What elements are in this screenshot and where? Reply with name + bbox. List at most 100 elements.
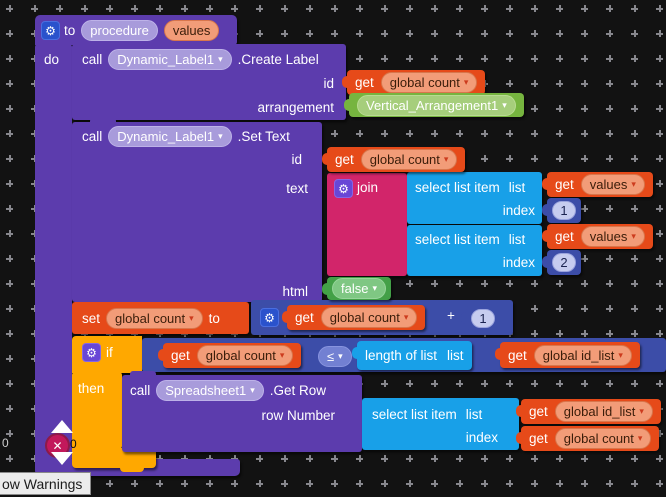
get-global-count-block[interactable]: get global count▾ bbox=[341, 70, 486, 95]
get-global-count-block[interactable]: get global count▾ bbox=[157, 343, 302, 368]
component-dropdown[interactable]: Vertical_Arrangement1▾ bbox=[357, 94, 516, 116]
number-one-block[interactable]: 1 bbox=[542, 198, 581, 223]
mutator-gear-icon[interactable]: ⚙ bbox=[260, 308, 279, 327]
select-list-item-block[interactable] bbox=[407, 172, 542, 224]
get-values-block[interactable]: get values▾ bbox=[542, 172, 653, 197]
logic-dropdown[interactable]: false▾ bbox=[332, 278, 386, 299]
grid-plus-icon bbox=[531, 330, 538, 337]
procedure-param-values[interactable]: values bbox=[163, 19, 220, 41]
variable-dropdown[interactable]: global count▾ bbox=[320, 307, 418, 328]
grid-plus-icon bbox=[381, 455, 388, 462]
comparison-operator-dropdown[interactable]: ≤▾ bbox=[318, 346, 352, 367]
mutator-gear-icon[interactable]: ⚙ bbox=[82, 343, 101, 362]
component-dropdown[interactable]: Dynamic_Label1▾ bbox=[108, 48, 232, 70]
select-list-item-block[interactable] bbox=[407, 225, 542, 276]
grid-plus-icon bbox=[306, 480, 313, 487]
grid-plus-icon bbox=[656, 155, 663, 162]
grid-plus-icon bbox=[6, 80, 13, 87]
number-one-block[interactable]: 1 bbox=[461, 306, 500, 330]
variable-dropdown[interactable]: global count▾ bbox=[196, 345, 294, 366]
get-values-block[interactable]: get values▾ bbox=[542, 224, 653, 249]
grid-plus-icon bbox=[431, 130, 438, 137]
grid-plus-icon bbox=[206, 455, 213, 462]
select-list-item-block[interactable] bbox=[362, 398, 519, 450]
method-name: .Set Text bbox=[237, 128, 290, 144]
grid-plus-icon bbox=[281, 5, 288, 12]
select-list-item-label: select list item bbox=[372, 406, 457, 422]
length-of-list-block[interactable]: length of list list bbox=[352, 341, 472, 370]
grid-plus-icon bbox=[606, 105, 613, 112]
show-warnings-button[interactable]: ow Warnings bbox=[0, 472, 91, 495]
grid-plus-icon bbox=[656, 330, 663, 337]
grid-plus-icon bbox=[581, 305, 588, 312]
mutator-gear-icon[interactable]: ⚙ bbox=[41, 21, 60, 40]
variable-dropdown[interactable]: values▾ bbox=[580, 226, 645, 247]
get-global-count-block[interactable]: get global count▾ bbox=[281, 305, 426, 330]
grid-plus-icon bbox=[581, 380, 588, 387]
variable-dropdown[interactable]: global count▾ bbox=[380, 72, 478, 93]
get-global-id-list-block[interactable]: get global id_list▾ bbox=[495, 342, 640, 368]
grid-plus-icon bbox=[381, 380, 388, 387]
get-global-count-block[interactable]: get global count▾ bbox=[321, 147, 466, 172]
grid-plus-icon bbox=[606, 280, 613, 287]
component-dropdown[interactable]: Dynamic_Label1▾ bbox=[108, 125, 232, 147]
grid-plus-icon bbox=[381, 55, 388, 62]
grid-plus-icon bbox=[656, 455, 663, 462]
grid-plus-icon bbox=[656, 5, 663, 12]
variable-dropdown[interactable]: global id_list▾ bbox=[533, 344, 632, 366]
procedure-block-left-column[interactable] bbox=[35, 44, 72, 461]
vertical-arrangement-block[interactable]: Vertical_Arrangement1▾ bbox=[344, 93, 524, 117]
collapse-up-icon[interactable] bbox=[51, 420, 73, 433]
dropdown-arrow-icon: ▾ bbox=[463, 77, 469, 87]
if-block-bottom-bar[interactable] bbox=[72, 448, 156, 468]
grid-plus-icon bbox=[556, 5, 563, 12]
index-label: index bbox=[502, 203, 535, 218]
number-two-block[interactable]: 2 bbox=[542, 250, 581, 275]
grid-plus-icon bbox=[31, 355, 38, 362]
grid-plus-icon bbox=[606, 480, 613, 487]
variable-dropdown[interactable]: global id_list▾ bbox=[554, 401, 653, 422]
grid-plus-icon bbox=[231, 5, 238, 12]
grid-plus-icon bbox=[581, 130, 588, 137]
grid-plus-icon bbox=[31, 55, 38, 62]
logic-false-block[interactable]: false▾ bbox=[322, 277, 391, 300]
variable-dropdown[interactable]: global count▾ bbox=[360, 149, 458, 170]
grid-plus-icon bbox=[406, 280, 413, 287]
grid-plus-icon bbox=[556, 305, 563, 312]
component-dropdown[interactable]: Spreadsheet1▾ bbox=[156, 379, 264, 401]
procedure-name-field[interactable]: procedure bbox=[81, 19, 158, 41]
variable-dropdown[interactable]: global count▾ bbox=[106, 307, 203, 329]
arg-html-label: html bbox=[282, 284, 308, 299]
grid-plus-icon bbox=[206, 480, 213, 487]
index-label: index bbox=[465, 430, 498, 445]
grid-plus-icon bbox=[31, 380, 38, 387]
grid-plus-icon bbox=[331, 130, 338, 137]
if-block-left-column[interactable] bbox=[72, 372, 122, 449]
collapse-down-icon[interactable] bbox=[51, 452, 73, 465]
plus-operator: + bbox=[447, 308, 455, 323]
dropdown-arrow-icon: ▾ bbox=[338, 351, 343, 361]
grid-plus-icon bbox=[656, 255, 663, 262]
mutator-gear-icon[interactable]: ⚙ bbox=[334, 179, 353, 198]
grid-plus-icon bbox=[256, 455, 263, 462]
statement-notch bbox=[130, 371, 156, 376]
grid-plus-icon bbox=[6, 380, 13, 387]
grid-plus-icon bbox=[631, 305, 638, 312]
grid-plus-icon bbox=[581, 105, 588, 112]
variable-dropdown[interactable]: values▾ bbox=[580, 174, 645, 195]
do-label: do bbox=[44, 52, 60, 67]
grid-plus-icon bbox=[606, 305, 613, 312]
variable-dropdown[interactable]: global count▾ bbox=[554, 428, 652, 449]
get-global-id-list-block[interactable]: get global id_list▾ bbox=[516, 399, 661, 424]
grid-plus-icon bbox=[31, 305, 38, 312]
grid-plus-icon bbox=[356, 5, 363, 12]
grid-plus-icon bbox=[481, 5, 488, 12]
get-global-count-block[interactable]: get global count▾ bbox=[515, 426, 660, 451]
grid-plus-icon bbox=[531, 105, 538, 112]
grid-plus-icon bbox=[406, 30, 413, 37]
select-list-item-label: select list item bbox=[415, 179, 500, 195]
grid-plus-icon bbox=[306, 5, 313, 12]
call-set-text-block[interactable] bbox=[72, 118, 322, 302]
dropdown-arrow-icon: ▾ bbox=[218, 130, 223, 141]
